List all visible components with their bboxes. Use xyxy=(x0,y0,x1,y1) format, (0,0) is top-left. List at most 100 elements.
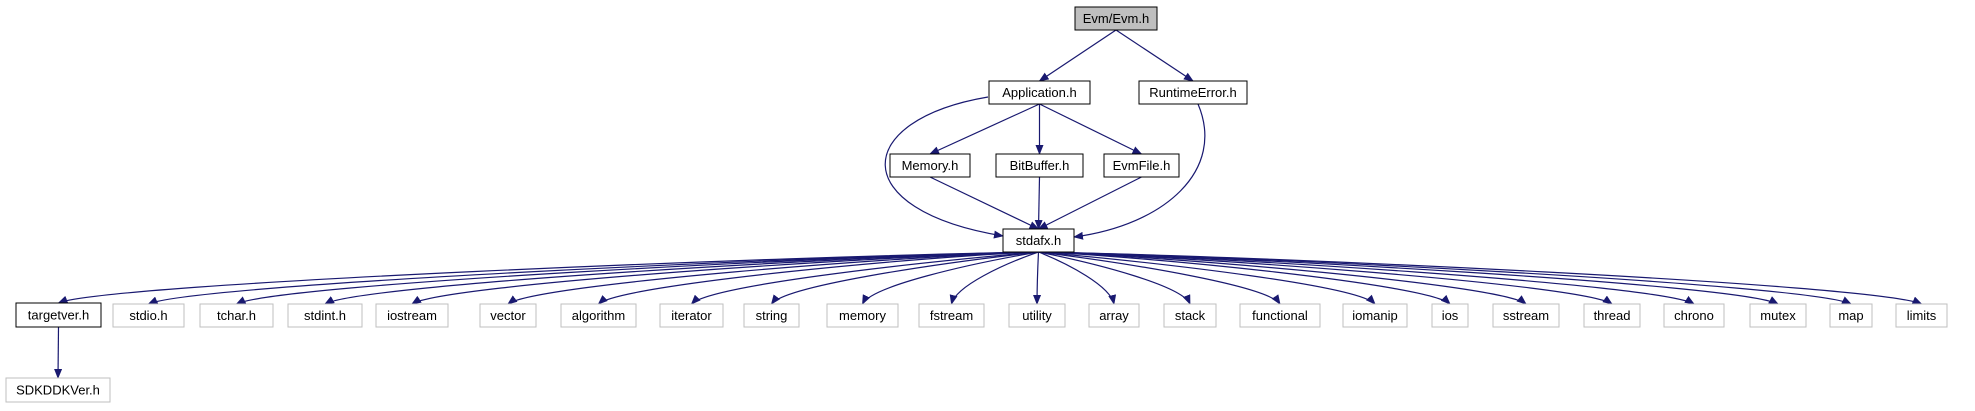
node-label-iterator: iterator xyxy=(671,308,712,323)
edge-stdafx-to-iomanip xyxy=(1038,251,1376,305)
node-memory_h[interactable]: Memory.h xyxy=(889,153,971,178)
node-label-array: array xyxy=(1099,308,1129,323)
node-array: array xyxy=(1088,303,1140,328)
node-stdint: stdint.h xyxy=(287,303,363,328)
node-fstream: fstream xyxy=(918,303,985,328)
edges xyxy=(54,29,1923,379)
edge-stdafx-to-iterator xyxy=(690,251,1039,305)
node-box-vector xyxy=(479,303,537,328)
node-stdio: stdio.h xyxy=(112,303,185,328)
node-label-limits: limits xyxy=(1907,308,1937,323)
node-box-sstream xyxy=(1492,303,1560,328)
edge-application-to-evmfile xyxy=(1039,103,1143,155)
node-label-map: map xyxy=(1838,308,1863,323)
node-stdafx[interactable]: stdafx.h xyxy=(1002,228,1075,253)
node-label-string: string xyxy=(756,308,788,323)
edge-stdafx-to-algorithm xyxy=(597,251,1039,305)
node-box-iterator xyxy=(659,303,724,328)
node-vector: vector xyxy=(479,303,537,328)
node-label-runtimeerror: RuntimeError.h xyxy=(1149,85,1236,100)
node-sdkddkver: SDKDDKVer.h xyxy=(5,377,111,403)
edge-evm-to-application xyxy=(1038,29,1117,82)
node-box-iomanip xyxy=(1342,303,1408,328)
node-box-bitbuffer xyxy=(995,153,1084,178)
node-label-stdafx: stdafx.h xyxy=(1016,233,1062,248)
node-label-stack: stack xyxy=(1175,308,1206,323)
edge-stdafx-to-vector xyxy=(507,251,1039,305)
node-box-evm xyxy=(1074,6,1158,31)
node-algorithm: algorithm xyxy=(560,303,637,328)
node-label-iomanip: iomanip xyxy=(1352,308,1398,323)
node-iostream: iostream xyxy=(375,303,449,328)
node-label-application: Application.h xyxy=(1002,85,1076,100)
node-box-stdint xyxy=(287,303,363,328)
node-targetver[interactable]: targetver.h xyxy=(15,302,102,328)
node-box-sdkddkver xyxy=(5,377,111,403)
edge-stdafx-to-array xyxy=(1038,251,1117,305)
node-label-sdkddkver: SDKDDKVer.h xyxy=(16,383,100,398)
node-label-algorithm: algorithm xyxy=(572,308,625,323)
node-box-stack xyxy=(1163,303,1217,328)
node-box-evmfile xyxy=(1103,153,1180,178)
edge-bitbuffer-to-stdafx xyxy=(1034,176,1043,230)
node-box-iostream xyxy=(375,303,449,328)
node-label-bitbuffer: BitBuffer.h xyxy=(1010,158,1070,173)
node-evmfile[interactable]: EvmFile.h xyxy=(1103,153,1180,178)
node-label-iostream: iostream xyxy=(387,308,437,323)
node-box-thread xyxy=(1583,303,1641,328)
edge-stdafx-to-utility xyxy=(1033,251,1042,305)
edge-stdafx-to-limits xyxy=(1038,251,1923,305)
node-label-sstream: sstream xyxy=(1503,308,1549,323)
node-memory: memory xyxy=(826,303,899,328)
node-box-mutex xyxy=(1749,303,1807,328)
node-box-application xyxy=(988,80,1091,105)
node-box-targetver xyxy=(15,302,102,328)
node-sstream: sstream xyxy=(1492,303,1560,328)
node-string: string xyxy=(743,303,800,328)
node-box-ios xyxy=(1431,303,1469,328)
edge-stdafx-to-string xyxy=(770,251,1039,305)
node-label-thread: thread xyxy=(1594,308,1631,323)
edge-application-to-memory_h xyxy=(929,103,1040,155)
node-functional: functional xyxy=(1239,303,1321,328)
node-label-memory: memory xyxy=(839,308,886,323)
node-label-mutex: mutex xyxy=(1760,308,1796,323)
node-tchar: tchar.h xyxy=(199,303,274,328)
node-label-functional: functional xyxy=(1252,308,1308,323)
edge-stdafx-to-stdint xyxy=(324,251,1039,305)
edge-stdafx-to-fstream xyxy=(949,251,1039,305)
edge-evmfile-to-stdafx xyxy=(1037,176,1142,230)
node-label-memory_h: Memory.h xyxy=(902,158,959,173)
node-label-vector: vector xyxy=(490,308,526,323)
node-box-utility xyxy=(1008,303,1066,328)
node-box-array xyxy=(1088,303,1140,328)
node-label-evm: Evm/Evm.h xyxy=(1083,11,1149,26)
node-ios: ios xyxy=(1431,303,1469,328)
node-label-stdint: stdint.h xyxy=(304,308,346,323)
edge-application-to-stdafx xyxy=(884,96,1004,239)
node-box-fstream xyxy=(918,303,985,328)
edge-targetver-to-sdkddkver xyxy=(54,326,63,379)
edge-stdafx-to-stack xyxy=(1038,251,1191,305)
edge-stdafx-to-memory xyxy=(861,251,1039,305)
node-thread: thread xyxy=(1583,303,1641,328)
edge-stdafx-to-functional xyxy=(1038,251,1281,305)
edge-stdafx-to-iostream xyxy=(411,251,1039,305)
node-iomanip: iomanip xyxy=(1342,303,1408,328)
node-label-fstream: fstream xyxy=(930,308,973,323)
node-bitbuffer[interactable]: BitBuffer.h xyxy=(995,153,1084,178)
node-label-ios: ios xyxy=(1442,308,1459,323)
node-label-tchar: tchar.h xyxy=(217,308,256,323)
node-mutex: mutex xyxy=(1749,303,1807,328)
node-stack: stack xyxy=(1163,303,1217,328)
node-box-limits xyxy=(1895,303,1948,328)
node-evm[interactable]: Evm/Evm.h xyxy=(1074,6,1158,31)
node-box-map xyxy=(1829,303,1873,328)
node-label-stdio: stdio.h xyxy=(129,308,167,323)
node-box-chrono xyxy=(1663,303,1725,328)
edge-memory_h-to-stdafx xyxy=(929,176,1040,230)
node-application[interactable]: Application.h xyxy=(988,80,1091,105)
node-runtimeerror[interactable]: RuntimeError.h xyxy=(1138,80,1248,105)
edge-stdafx-to-stdio xyxy=(147,251,1039,305)
